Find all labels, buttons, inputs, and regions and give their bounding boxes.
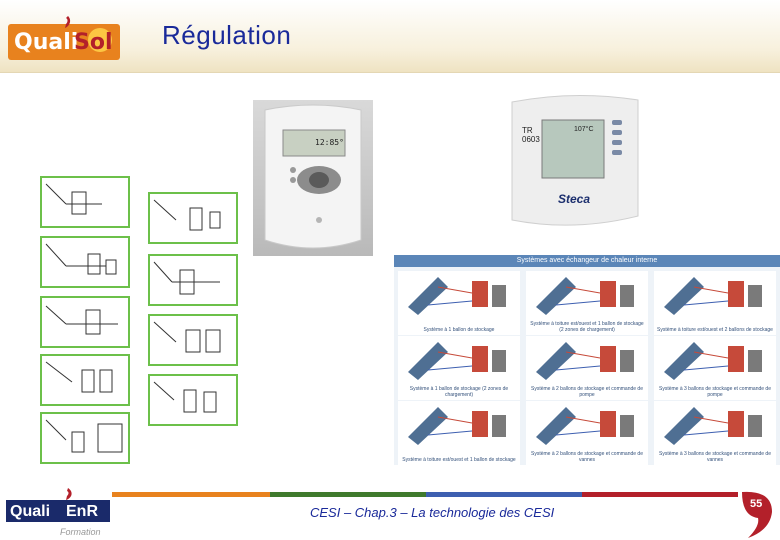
qualienr-logo xyxy=(6,488,110,522)
controller-right-model: TR 0603 xyxy=(522,126,540,144)
system-cell: Système à 3 ballons de stockage et comma… xyxy=(654,336,776,400)
header-band xyxy=(0,0,780,72)
system-cell-label: Système à toiture est/ouest et 2 ballons… xyxy=(657,327,773,333)
page-title: Régulation xyxy=(162,20,292,50)
systems-table: Systèmes avec échangeur de chaleur inter… xyxy=(394,255,780,465)
system-cell-label: Système à toiture est/ouest et 1 ballon … xyxy=(402,457,516,463)
page-number-mark xyxy=(742,491,772,538)
system-cell: Système à toiture est/ouest et 1 ballon … xyxy=(398,401,520,465)
logo-text-left: Quali xyxy=(14,30,79,55)
system-cell-diagram xyxy=(536,277,634,315)
system-cell-label: Système à 1 ballon de stockage (2 zones … xyxy=(409,386,509,398)
page-number: 55 xyxy=(750,498,763,510)
system-cell: Système à toiture est/ouest et 2 ballons… xyxy=(654,271,776,335)
footer-logo-subtitle: Formation xyxy=(60,527,101,537)
system-cell-diagram xyxy=(408,277,506,315)
schema-diagram-2 xyxy=(40,236,130,288)
footer-logo-text-left: Quali xyxy=(10,503,51,520)
footer-bar-orange xyxy=(112,492,270,497)
system-cell-label: Système à toiture est/ouest et 1 ballon … xyxy=(530,321,644,333)
system-cell: Système à toiture est/ouest et 1 ballon … xyxy=(526,271,648,335)
logo-text-right: Sol xyxy=(74,30,113,55)
footer-bar-green xyxy=(270,492,426,497)
footer-bar-red xyxy=(582,492,738,497)
controller-left-display: 12:85° xyxy=(315,138,344,147)
system-cell-label: Système à 2 ballons de stockage et comma… xyxy=(530,386,643,398)
system-cell-diagram xyxy=(408,342,506,380)
footer-logo-text-right: EnR xyxy=(66,503,98,520)
qualisol-logo xyxy=(8,16,120,60)
system-cell-diagram xyxy=(664,277,762,315)
system-cell-diagram xyxy=(664,407,762,445)
schema-diagram-7 xyxy=(148,254,238,306)
system-cell-label: Système à 1 ballon de stockage xyxy=(423,327,495,333)
system-cell: Système à 2 ballons de stockage et comma… xyxy=(526,336,648,400)
system-cell-diagram xyxy=(536,342,634,380)
schema-diagram-8 xyxy=(148,314,238,366)
system-cell-diagram xyxy=(536,407,634,445)
system-cell: Système à 1 ballon de stockage (2 zones … xyxy=(398,336,520,400)
controller-photo-right: TR 0603 107°C Steca xyxy=(492,80,656,242)
system-cell: Système à 1 ballon de stockage xyxy=(398,271,520,335)
controller-right-display: 107°C xyxy=(574,126,594,133)
system-cell: Système à 3 ballons de stockage et comma… xyxy=(654,401,776,465)
header-divider xyxy=(0,72,780,73)
schema-diagram-4 xyxy=(40,354,130,406)
system-cell-diagram xyxy=(664,342,762,380)
schema-diagram-5 xyxy=(40,412,130,464)
footer-bar-blue xyxy=(426,492,582,497)
schema-diagram-1 xyxy=(40,176,130,228)
system-cell-diagram xyxy=(408,407,506,445)
footer-caption: CESI – Chap.3 – La technologie des CESI xyxy=(310,505,555,520)
schema-diagram-3 xyxy=(40,296,130,348)
systems-table-title: Systèmes avec échangeur de chaleur inter… xyxy=(394,255,780,267)
system-cell-label: Système à 2 ballons de stockage et comma… xyxy=(530,451,643,463)
system-cell-label: Système à 3 ballons de stockage et comma… xyxy=(658,451,771,463)
system-cell: Système à 2 ballons de stockage et comma… xyxy=(526,401,648,465)
controller-photo-left: 12:85° xyxy=(253,100,373,256)
schema-diagram-9 xyxy=(148,374,238,426)
schema-diagram-6 xyxy=(148,192,238,244)
system-cell-label: Système à 3 ballons de stockage et comma… xyxy=(658,386,771,398)
controller-right-brand: Steca xyxy=(558,192,591,206)
